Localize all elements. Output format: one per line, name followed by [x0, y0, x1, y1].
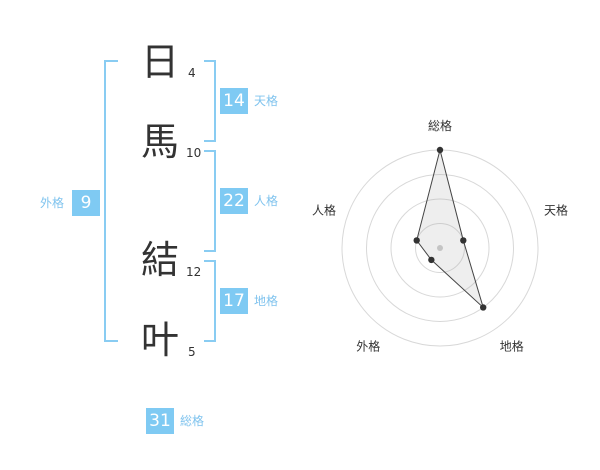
tenkaku-value-badge: 14	[220, 88, 248, 114]
radar-point-1	[436, 146, 444, 154]
jinkaku-bracket	[204, 150, 216, 252]
radar-axis-label: 外格	[356, 339, 380, 354]
stroke-count-4: 5	[188, 345, 196, 359]
kanji-3: 結	[140, 238, 179, 282]
radar-point-3	[480, 304, 487, 311]
radar-series-polygon	[416, 149, 485, 310]
kanji-4: 叶	[140, 318, 179, 362]
jinkaku-label: 人格	[254, 194, 279, 208]
soukaku-label: 総格	[180, 414, 205, 428]
radar-axis-label: 天格	[544, 202, 568, 217]
kanji-2: 馬	[140, 120, 179, 164]
radar-ring	[390, 198, 490, 298]
gaikaku-value-badge: 9	[72, 190, 100, 216]
gaikaku-label: 外格	[40, 196, 65, 210]
stroke-count-2: 10	[186, 146, 202, 160]
radar-point-4	[428, 256, 435, 264]
tenkaku-bracket	[204, 60, 216, 142]
gaikaku-bracket	[104, 60, 118, 342]
chikaku-bracket	[204, 260, 216, 342]
radar-ring	[415, 223, 465, 273]
radar-axis-label: 人格	[312, 202, 336, 217]
jinkaku-value-badge: 22	[220, 188, 248, 214]
chikaku-value-badge: 17	[220, 288, 248, 314]
stroke-count-3: 12	[186, 265, 202, 279]
radar-point-2	[460, 237, 467, 244]
radar-point-5	[413, 237, 420, 244]
stroke-count-1: 4	[188, 66, 196, 80]
chikaku-label: 地格	[254, 294, 279, 308]
radar-ring	[366, 174, 514, 322]
soukaku-value-badge: 31	[146, 408, 174, 434]
radar-center	[437, 245, 443, 251]
kanji-1: 日	[140, 40, 179, 84]
radar-axis-label: 地格	[500, 339, 524, 354]
radar-axis-label: 総格	[428, 118, 452, 133]
tenkaku-label: 天格	[254, 94, 279, 108]
